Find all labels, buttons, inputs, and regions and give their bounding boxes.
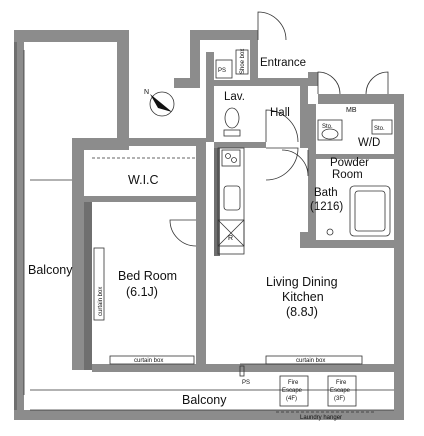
fire-escape-left-1: Fire (288, 380, 299, 386)
ps-top-label: PS (218, 68, 226, 74)
fire-escape-right-1: Fire (336, 380, 347, 386)
storage-right (371, 119, 393, 135)
bath-size-label: (1216) (310, 201, 343, 213)
living-curtain-box (265, 355, 363, 365)
sto1-label: Sto. (322, 124, 333, 130)
living-label-2: Kitchen (282, 290, 324, 304)
powder-label-2: Room (332, 169, 363, 181)
fire-escape-left-2: Escape (282, 388, 303, 394)
wd-label: W/D (358, 137, 380, 149)
fridge-space (217, 219, 245, 247)
living-label-1: Living Dining (266, 275, 338, 289)
powder-label-1: Powder (330, 157, 369, 169)
bedroom-door (169, 219, 197, 247)
left-balcony-label: Balcony (28, 263, 73, 277)
core-walls (174, 30, 308, 148)
wic-label: W.I.C (128, 173, 159, 187)
side-curtain-box-label: curtain box (98, 287, 104, 316)
entrance-label: Entrance (260, 57, 306, 69)
north-label: N (144, 89, 149, 96)
storage-left (317, 119, 343, 141)
left-balcony-area (14, 30, 129, 410)
lav-label: Lav. (224, 91, 245, 103)
right-wing-walls (300, 72, 404, 414)
shoe-box-label: Shoe box (240, 49, 246, 74)
fridge-label: R (228, 235, 233, 242)
fire-escape-right-2: Escape (330, 388, 351, 394)
shoe-box-outline (235, 49, 249, 75)
bedroom-walls (84, 202, 206, 372)
hall-door (265, 109, 299, 143)
mb-door-left (317, 71, 341, 95)
powder-door (281, 149, 309, 177)
mb-label: MB (346, 107, 357, 114)
bath-drain-icon (326, 228, 334, 236)
side-curtain-box (93, 247, 105, 321)
living-curtain-box-label: curtain box (296, 358, 325, 364)
kitchen-counter (217, 147, 245, 255)
fire-escape-left-floor: (4F) (286, 396, 297, 402)
bed-curtain-box-label: curtain box (134, 358, 163, 364)
bottom-balcony-label: Balcony (182, 393, 227, 407)
living-door (265, 147, 299, 181)
ps-top-outline (215, 59, 233, 79)
bathtub (349, 185, 391, 237)
entrance-door (257, 11, 287, 41)
sto2-label: Sto. (374, 126, 385, 132)
bath-label: Bath (314, 187, 338, 199)
stove-icon (221, 149, 241, 167)
ps-bottom-label: PS (242, 380, 250, 386)
living-size-label: (8.8J) (286, 305, 318, 319)
bedroom-size-label: (6.1J) (126, 285, 158, 299)
mb-door-right (365, 71, 389, 95)
central-walls (84, 138, 220, 368)
living-walls (206, 363, 394, 372)
kitchen-sink-icon (223, 185, 241, 211)
powder-sink-icon (321, 128, 339, 140)
toilet-icon (224, 107, 240, 129)
north-arrow (149, 91, 175, 117)
bed-curtain-box (109, 355, 195, 365)
laundry-hanger-label: Laundry hanger (300, 415, 342, 421)
hall-label: Hall (270, 107, 290, 119)
bottom-balcony (14, 365, 404, 420)
fire-escape-right-floor: (3F) (334, 396, 345, 402)
bedroom-label: Bed Room (118, 269, 177, 283)
